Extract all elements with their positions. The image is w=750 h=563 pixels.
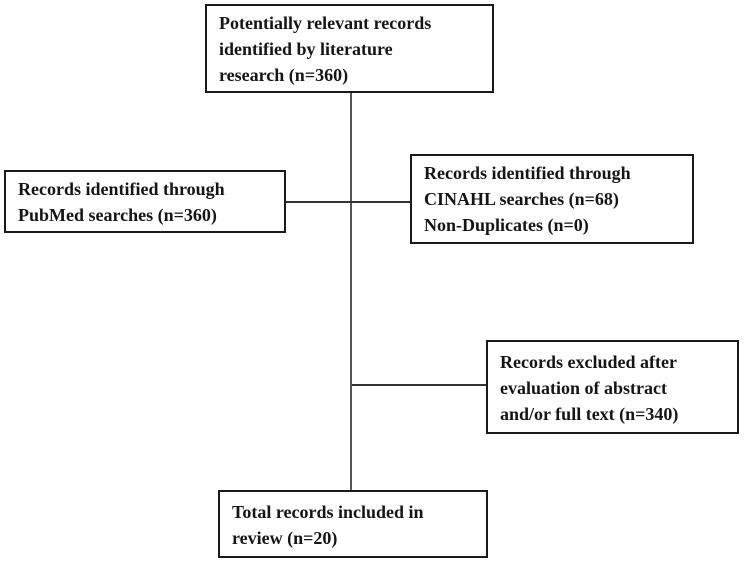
- node-pubmed-records-label: Records identified through PubMed search…: [18, 179, 225, 225]
- connector-vertical-spine: [350, 93, 352, 490]
- node-excluded-records: Records excluded after evaluation of abs…: [486, 340, 739, 434]
- node-included-records: Total records included in review (n=20): [218, 490, 488, 558]
- node-cinahl-records: Records identified through CINAHL search…: [410, 154, 694, 244]
- node-excluded-records-label: Records excluded after evaluation of abs…: [500, 352, 679, 424]
- node-potentially-relevant-records-label: Potentially relevant records identified …: [219, 13, 432, 85]
- connector-excluded-branch: [352, 384, 486, 386]
- node-cinahl-records-label: Records identified through CINAHL search…: [424, 163, 631, 235]
- node-pubmed-records: Records identified through PubMed search…: [4, 170, 286, 233]
- node-potentially-relevant-records: Potentially relevant records identified …: [205, 4, 494, 93]
- connector-pubmed-cinahl-branch: [286, 201, 410, 203]
- node-included-records-label: Total records included in review (n=20): [232, 502, 424, 548]
